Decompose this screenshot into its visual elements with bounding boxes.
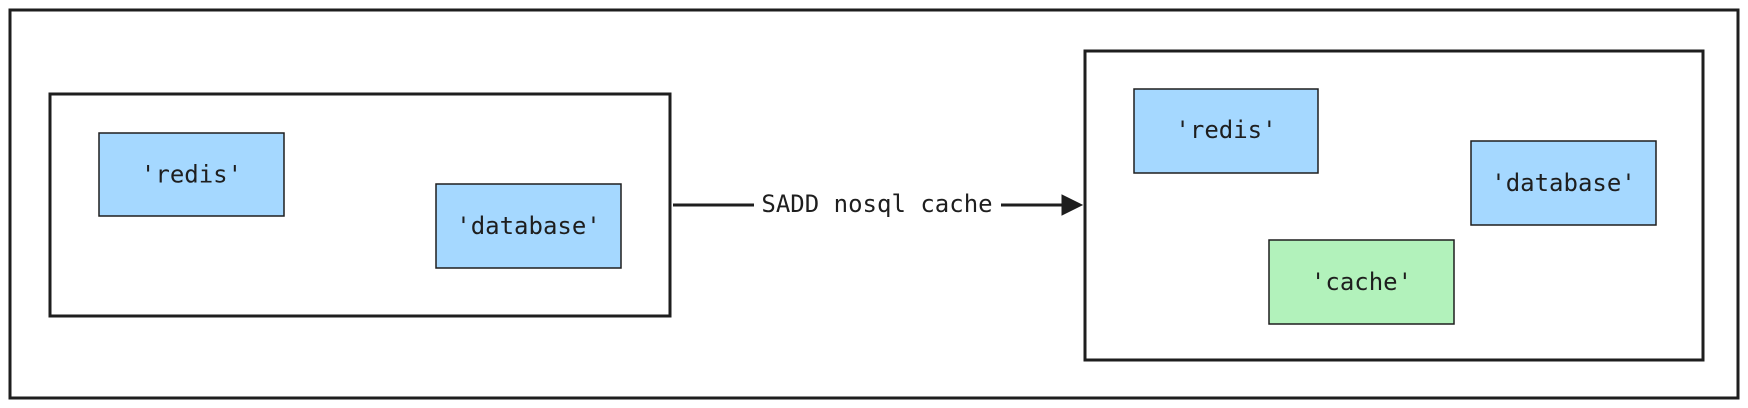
- after-set-container: [1083, 49, 1705, 362]
- set-member-label: 'redis': [1175, 116, 1276, 144]
- new-set-member-box: [1268, 239, 1455, 325]
- operation-command: SADD nosql cache: [761, 190, 992, 218]
- set-member-label: 'database': [1491, 169, 1636, 197]
- set-member: 'redis': [98, 132, 285, 217]
- outer-frame: [8, 8, 1740, 400]
- new-set-member-label: 'cache': [1311, 268, 1412, 296]
- set-member-box: [1133, 88, 1319, 174]
- set-member-box: [1470, 140, 1657, 226]
- set-member: 'database': [435, 183, 622, 269]
- set-member: 'redis': [1133, 88, 1319, 174]
- set-member-box: [435, 183, 622, 269]
- arrowhead: [1061, 194, 1084, 216]
- after-set: 'redis' 'database' 'cache': [1083, 49, 1705, 362]
- operation-arrow: SADD nosql cache: [673, 190, 1084, 218]
- set-member-box: [98, 132, 285, 217]
- before-set-container: [48, 92, 672, 318]
- set-member-label: 'redis': [141, 161, 242, 189]
- before-set: 'redis' 'database': [48, 92, 672, 318]
- set-member-label: 'database': [456, 212, 601, 240]
- new-set-member: 'cache': [1268, 239, 1455, 325]
- set-member: 'database': [1470, 140, 1657, 226]
